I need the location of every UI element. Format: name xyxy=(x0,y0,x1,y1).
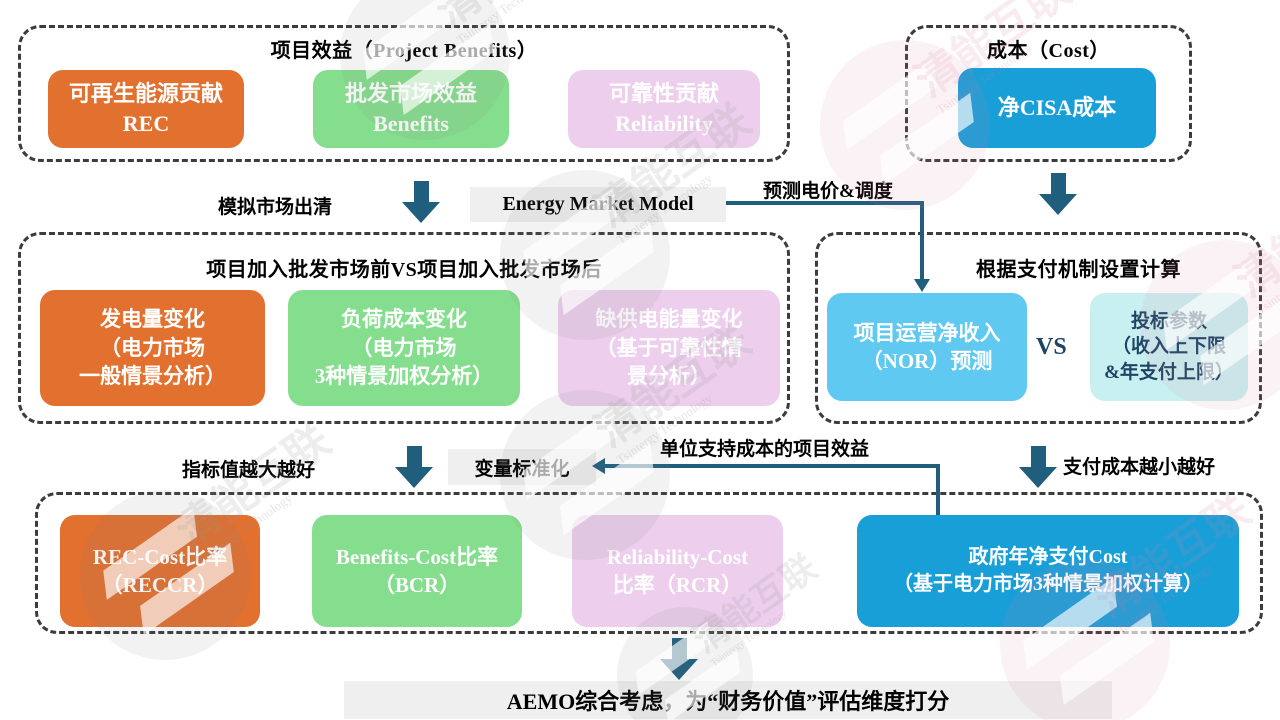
box-line: （基于电力市场3种情景加权计算） xyxy=(893,573,1203,595)
aemo-conclusion-bar: AEMO综合考虑，为“财务价值”评估维度打分 xyxy=(344,681,1112,719)
connector-line xyxy=(936,464,940,516)
down-arrow-icon xyxy=(395,446,433,488)
connector-line xyxy=(920,201,924,281)
box-line: （基于可靠性情 xyxy=(595,335,743,360)
box-line: Reliability xyxy=(615,111,713,136)
down-arrow-icon xyxy=(402,181,440,223)
box-line: &年支付上限） xyxy=(1104,361,1234,383)
down-arrow-icon xyxy=(1039,173,1077,215)
unserved-energy-change-box: 缺供电能量变化 （基于可靠性情 景分析） xyxy=(558,290,780,406)
net-cisa-cost-box: 净CISA成本 xyxy=(958,68,1156,148)
down-arrow-icon xyxy=(660,638,698,680)
box-line: 净CISA成本 xyxy=(997,95,1117,121)
benefit-per-cost-label: 单位支持成本的项目效益 xyxy=(660,439,870,460)
connector-line xyxy=(726,201,924,205)
bigger-better-label: 指标值越大越好 xyxy=(182,460,316,481)
reccr-box: REC-Cost比率 （RECCR） xyxy=(60,515,260,627)
cost-title: 成本（Cost） xyxy=(987,40,1110,62)
market-comparison-title: 项目加入批发市场前VS项目加入批发市场后 xyxy=(206,259,602,281)
rcr-box: Reliability-Cost 比率（RCR） xyxy=(572,515,783,627)
reliability-benefit-box: 可靠性贡献 Reliability xyxy=(568,70,760,148)
rec-benefit-box: 可再生能源贡献 REC xyxy=(48,70,244,148)
box-line: 政府年净支付Cost xyxy=(968,546,1128,568)
box-line: 缺供电能量变化 xyxy=(595,307,743,332)
price-dispatch-forecast-label: 预测电价&调度 xyxy=(763,181,893,202)
project-benefits-title: 项目效益（Project Benefits） xyxy=(270,40,538,62)
box-line: Benefits-Cost比率 xyxy=(335,544,499,569)
vs-label: VS xyxy=(1036,334,1067,360)
nor-forecast-box: 项目运营净收入 （NOR）预测 xyxy=(827,293,1027,401)
box-line: （收入上下限 xyxy=(1111,336,1226,358)
box-line: 发电量变化 xyxy=(100,307,205,332)
box-line: （电力市场 xyxy=(351,335,457,360)
box-line: 负荷成本变化 xyxy=(341,307,467,332)
arrowhead-left-icon xyxy=(592,458,605,474)
market-clearing-label: 模拟市场出清 xyxy=(218,197,333,218)
bcr-box: Benefits-Cost比率 （BCR） xyxy=(312,515,522,627)
box-line: 批发市场效益 xyxy=(344,81,477,107)
box-line: （RECCR） xyxy=(101,573,219,597)
energy-market-model-box: Energy Market Model xyxy=(470,187,726,222)
smaller-better-label: 支付成本越小越好 xyxy=(1063,457,1216,478)
box-line: 可再生能源贡献 xyxy=(68,81,223,107)
box-line: （NOR）预测 xyxy=(861,349,993,373)
load-cost-change-box: 负荷成本变化 （电力市场 3种情景加权分析） xyxy=(288,290,520,406)
box-line: 3种情景加权分析） xyxy=(314,364,494,389)
connector-line xyxy=(604,464,940,468)
arrowhead-down-icon xyxy=(914,279,930,292)
box-line: Benefits xyxy=(373,111,449,136)
box-line: 项目运营净收入 xyxy=(853,320,1001,345)
box-line: 景分析） xyxy=(627,364,711,389)
bid-parameters-box: 投标参数 （收入上下限 &年支付上限） xyxy=(1090,293,1248,401)
box-line: REC-Cost比率 xyxy=(92,544,228,569)
box-line: 一般情景分析） xyxy=(79,364,226,389)
box-line: Reliability-Cost xyxy=(606,544,749,569)
wholesale-benefit-box: 批发市场效益 Benefits xyxy=(313,70,509,148)
box-line: 投标参数 xyxy=(1130,310,1207,332)
box-line: （BCR） xyxy=(373,573,461,597)
box-line: REC xyxy=(122,111,170,136)
box-line: 可靠性贡献 xyxy=(608,81,719,107)
market-comparison-group: 项目加入批发市场前VS项目加入批发市场后 xyxy=(18,232,790,424)
government-net-payment-box: 政府年净支付Cost （基于电力市场3种情景加权计算） xyxy=(857,515,1239,627)
box-line: （电力市场 xyxy=(100,335,205,360)
variable-normalization-box: 变量标准化 xyxy=(448,449,596,485)
box-line: 比率（RCR） xyxy=(612,573,743,597)
payment-mechanism-title: 根据支付机制设置计算 xyxy=(976,259,1181,281)
down-arrow-icon xyxy=(1019,446,1057,488)
generation-change-box: 发电量变化 （电力市场 一般情景分析） xyxy=(40,290,265,406)
